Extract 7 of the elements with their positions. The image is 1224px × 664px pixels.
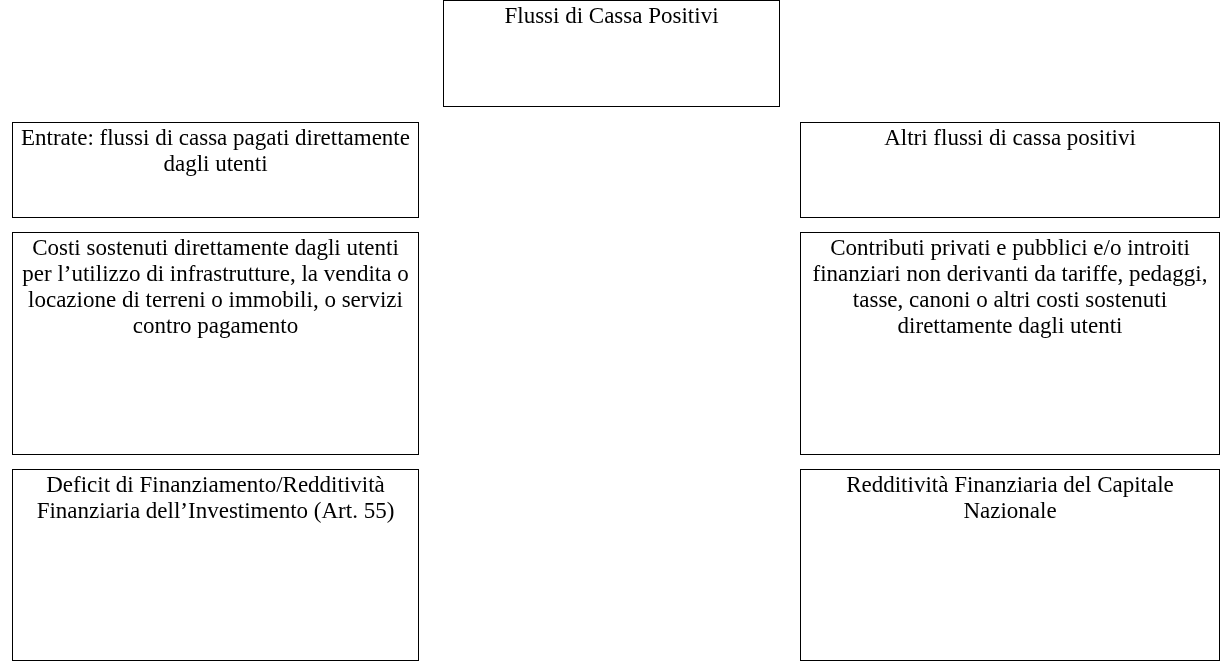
text-box: Altri flussi di cassa positivi (800, 122, 1220, 218)
text-box: Deficit di Finanziamento/Redditività Finanziaria dell’Investimento (Art. 55) (12, 469, 419, 661)
text-box: Redditività Finanziaria del Capitale Nazionale (800, 469, 1220, 661)
text-box: Costi sostenuti direttamente dagli utenti per l’utilizzo di infrastrutture, la vendita o locazione di terreni o immobili, o servizi contro pagamento (12, 232, 419, 455)
text-box: Flussi di Cassa Positivi (443, 0, 780, 107)
text-box: Contributi privati e pubblici e/o introiti finanziari non derivanti da tariffe, pedaggi, tasse, canoni o altri costi sostenuti direttamente dagli utenti (800, 232, 1220, 455)
text-box: Entrate: flussi di cassa pagati direttamente dagli utenti (12, 122, 419, 218)
